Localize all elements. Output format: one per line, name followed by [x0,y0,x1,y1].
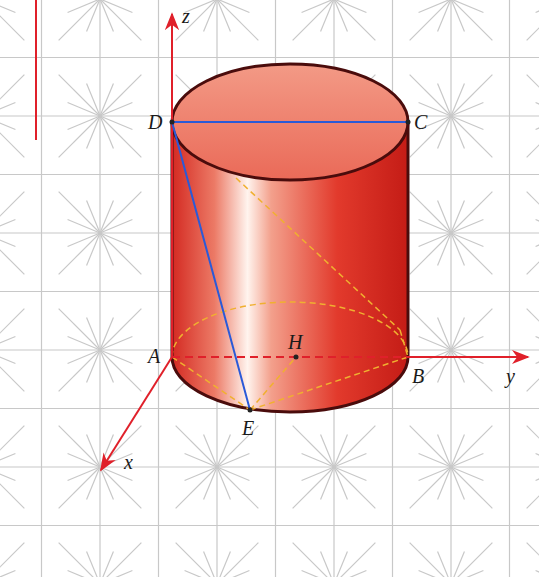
point-label: H [288,332,302,352]
point-label: C [414,112,427,132]
axis-label: z [182,6,190,26]
axis-label: x [124,452,133,472]
point-label: D [148,112,162,132]
point-label: A [148,346,160,366]
axis-label: y [506,366,515,386]
point-label: B [412,366,424,386]
point-label: E [242,418,254,438]
